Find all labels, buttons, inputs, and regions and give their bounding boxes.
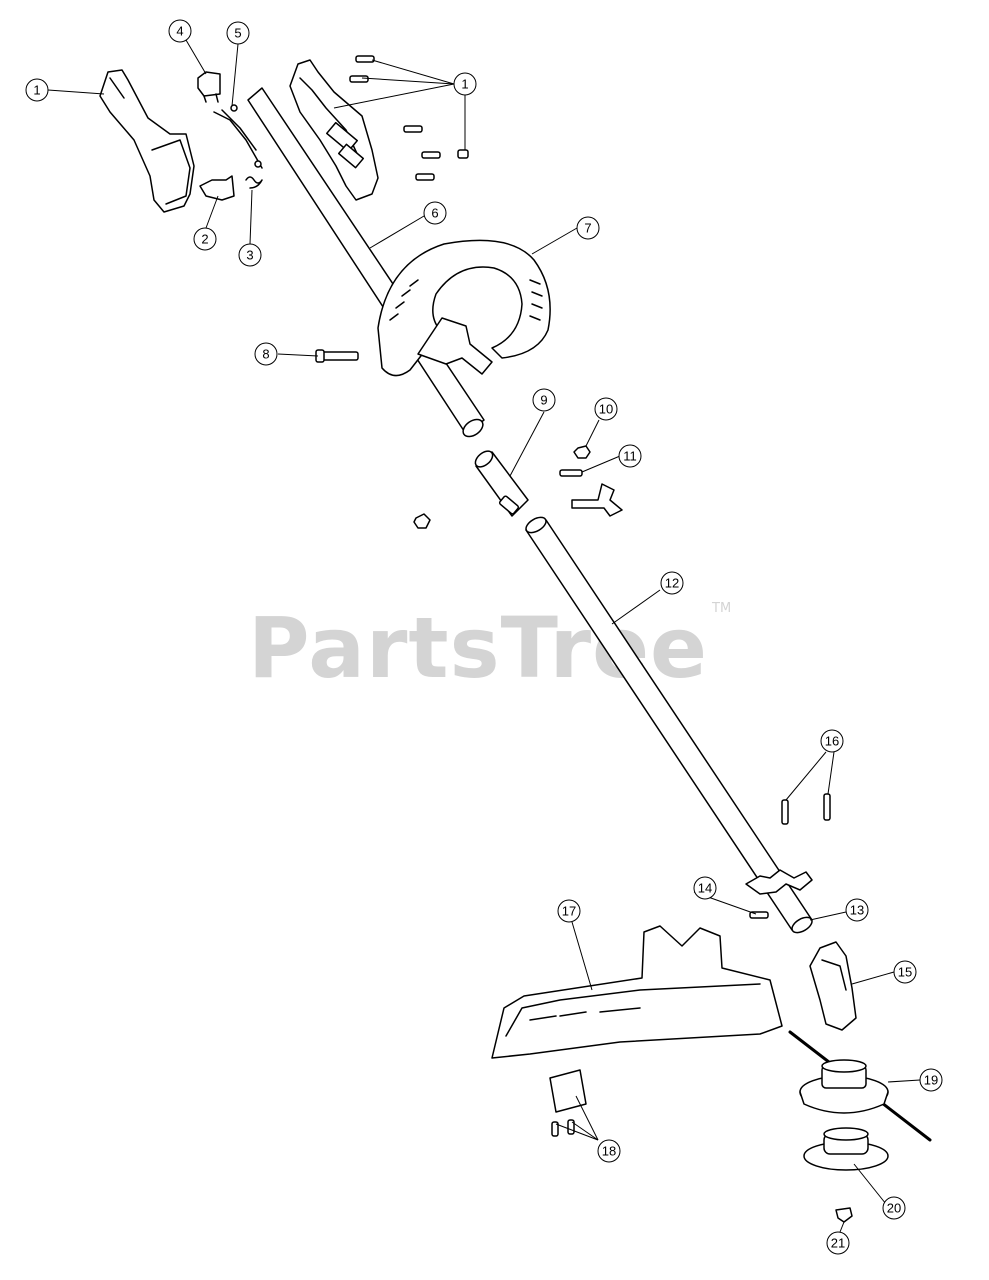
svg-text:18: 18 bbox=[602, 1144, 616, 1159]
callout-3: 3 bbox=[238, 243, 262, 267]
trigger-spring bbox=[245, 176, 263, 189]
svg-text:6: 6 bbox=[431, 206, 438, 221]
watermark-trademark: TM bbox=[711, 601, 731, 616]
callout-7: 7 bbox=[576, 216, 600, 240]
svg-text:7: 7 bbox=[584, 221, 591, 236]
svg-text:3: 3 bbox=[246, 248, 253, 263]
callout-16: 16 bbox=[820, 729, 844, 753]
callout-21: 21 bbox=[826, 1231, 850, 1255]
callout-9: 9 bbox=[532, 388, 556, 412]
small-nut bbox=[413, 513, 431, 529]
shaft-bracket bbox=[745, 869, 813, 895]
svg-text:2: 2 bbox=[201, 232, 208, 247]
callout-18: 18 bbox=[597, 1139, 621, 1163]
svg-text:17: 17 bbox=[562, 904, 576, 919]
debris-guard bbox=[491, 925, 783, 1059]
callout-2: 2 bbox=[193, 227, 217, 251]
svg-text:10: 10 bbox=[599, 402, 613, 417]
svg-text:8: 8 bbox=[262, 347, 269, 362]
trimmer-spool bbox=[788, 1030, 932, 1142]
trigger bbox=[199, 175, 235, 201]
leader-lines bbox=[47, 39, 921, 1233]
svg-text:16: 16 bbox=[825, 734, 839, 749]
callout-4: 4 bbox=[168, 19, 192, 43]
callout-1: 1 bbox=[25, 78, 49, 102]
callout-12: 12 bbox=[660, 571, 684, 595]
svg-text:4: 4 bbox=[176, 24, 183, 39]
callout-1b: 1 bbox=[453, 72, 477, 96]
handle-screws bbox=[349, 55, 469, 181]
svg-text:14: 14 bbox=[698, 881, 712, 896]
svg-text:1: 1 bbox=[461, 77, 468, 92]
wire-assembly bbox=[213, 104, 263, 169]
shaft-coupler bbox=[474, 450, 529, 517]
svg-text:21: 21 bbox=[831, 1236, 845, 1251]
callout-14: 14 bbox=[693, 876, 717, 900]
svg-text:12: 12 bbox=[665, 576, 679, 591]
svg-text:9: 9 bbox=[540, 393, 547, 408]
svg-text:15: 15 bbox=[898, 965, 912, 980]
svg-text:13: 13 bbox=[850, 903, 864, 918]
coupler-nut bbox=[573, 445, 591, 459]
callout-5: 5 bbox=[226, 21, 250, 45]
handle-half-right bbox=[289, 59, 379, 201]
callout-11: 11 bbox=[618, 444, 642, 468]
svg-text:5: 5 bbox=[234, 26, 241, 41]
handle-bolt bbox=[315, 349, 359, 363]
svg-text:20: 20 bbox=[887, 1201, 901, 1216]
callout-20: 20 bbox=[882, 1196, 906, 1220]
coupler-screw bbox=[559, 469, 583, 477]
callout-6: 6 bbox=[423, 201, 447, 225]
svg-text:11: 11 bbox=[623, 449, 637, 464]
callout-19: 19 bbox=[919, 1068, 943, 1092]
svg-text:19: 19 bbox=[924, 1073, 938, 1088]
trigger-switch bbox=[197, 71, 221, 103]
gear-head bbox=[809, 941, 857, 1031]
coupler-knob bbox=[571, 483, 623, 517]
callout-8: 8 bbox=[254, 342, 278, 366]
svg-text:1: 1 bbox=[33, 83, 40, 98]
line-cutter-blade bbox=[549, 1069, 587, 1137]
callout-10: 10 bbox=[594, 397, 618, 421]
spool-knob bbox=[835, 1207, 853, 1223]
guard-screws bbox=[781, 793, 831, 825]
callout-17: 17 bbox=[557, 899, 581, 923]
callouts: 1 1 2 3 4 5 6 7 8 9 10 11 12 13 14 15 16… bbox=[25, 19, 943, 1255]
handle-half-left bbox=[99, 69, 195, 213]
callout-15: 15 bbox=[893, 960, 917, 984]
assist-handle bbox=[377, 239, 551, 377]
spool-cap bbox=[803, 1127, 889, 1171]
callout-13: 13 bbox=[845, 898, 869, 922]
